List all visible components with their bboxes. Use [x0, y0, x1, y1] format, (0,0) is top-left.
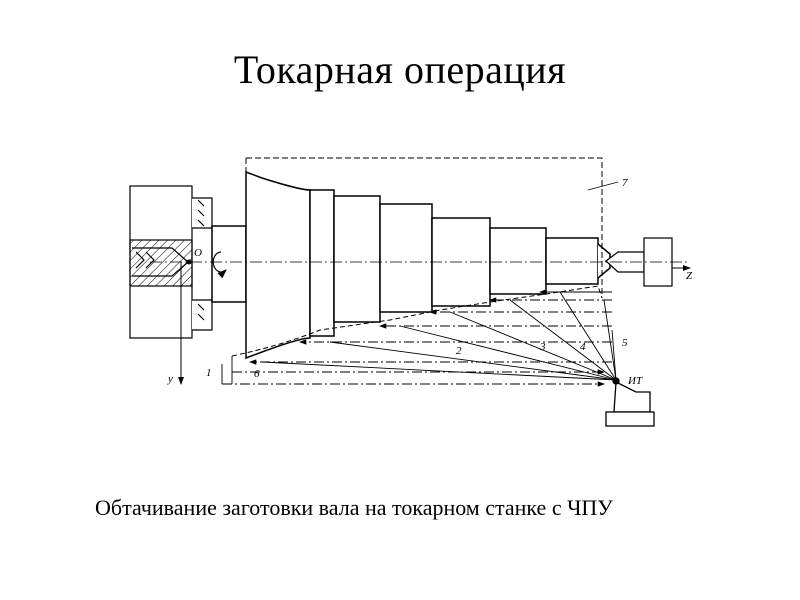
origin-label: O — [194, 247, 202, 259]
pass-2-label: 2 — [456, 345, 462, 357]
cutting-tool — [605, 377, 655, 427]
stock-outline — [245, 157, 603, 298]
pass-7-label: 7 — [622, 177, 628, 189]
pass-1-label: 1 — [206, 367, 212, 379]
origin-point — [186, 259, 192, 265]
pass-6-label: 6 — [254, 368, 260, 380]
tool-point-label: ИТ — [627, 375, 643, 387]
pass-5-label: 5 — [622, 337, 628, 349]
pass-4-label: 4 — [580, 341, 586, 353]
slide-title: Токарная операция — [233, 47, 567, 92]
pass-3-label: 3 — [539, 341, 546, 353]
tool-rays — [261, 291, 617, 381]
rotation-arrow-icon — [212, 251, 227, 279]
slide-caption: Обтачивание заготовки вала на токарном с… — [95, 495, 613, 520]
workpiece-shaft — [211, 170, 611, 360]
rough-passes — [221, 289, 612, 387]
axis-y-label: y — [167, 373, 173, 385]
axis-z-label: Z — [686, 270, 693, 282]
